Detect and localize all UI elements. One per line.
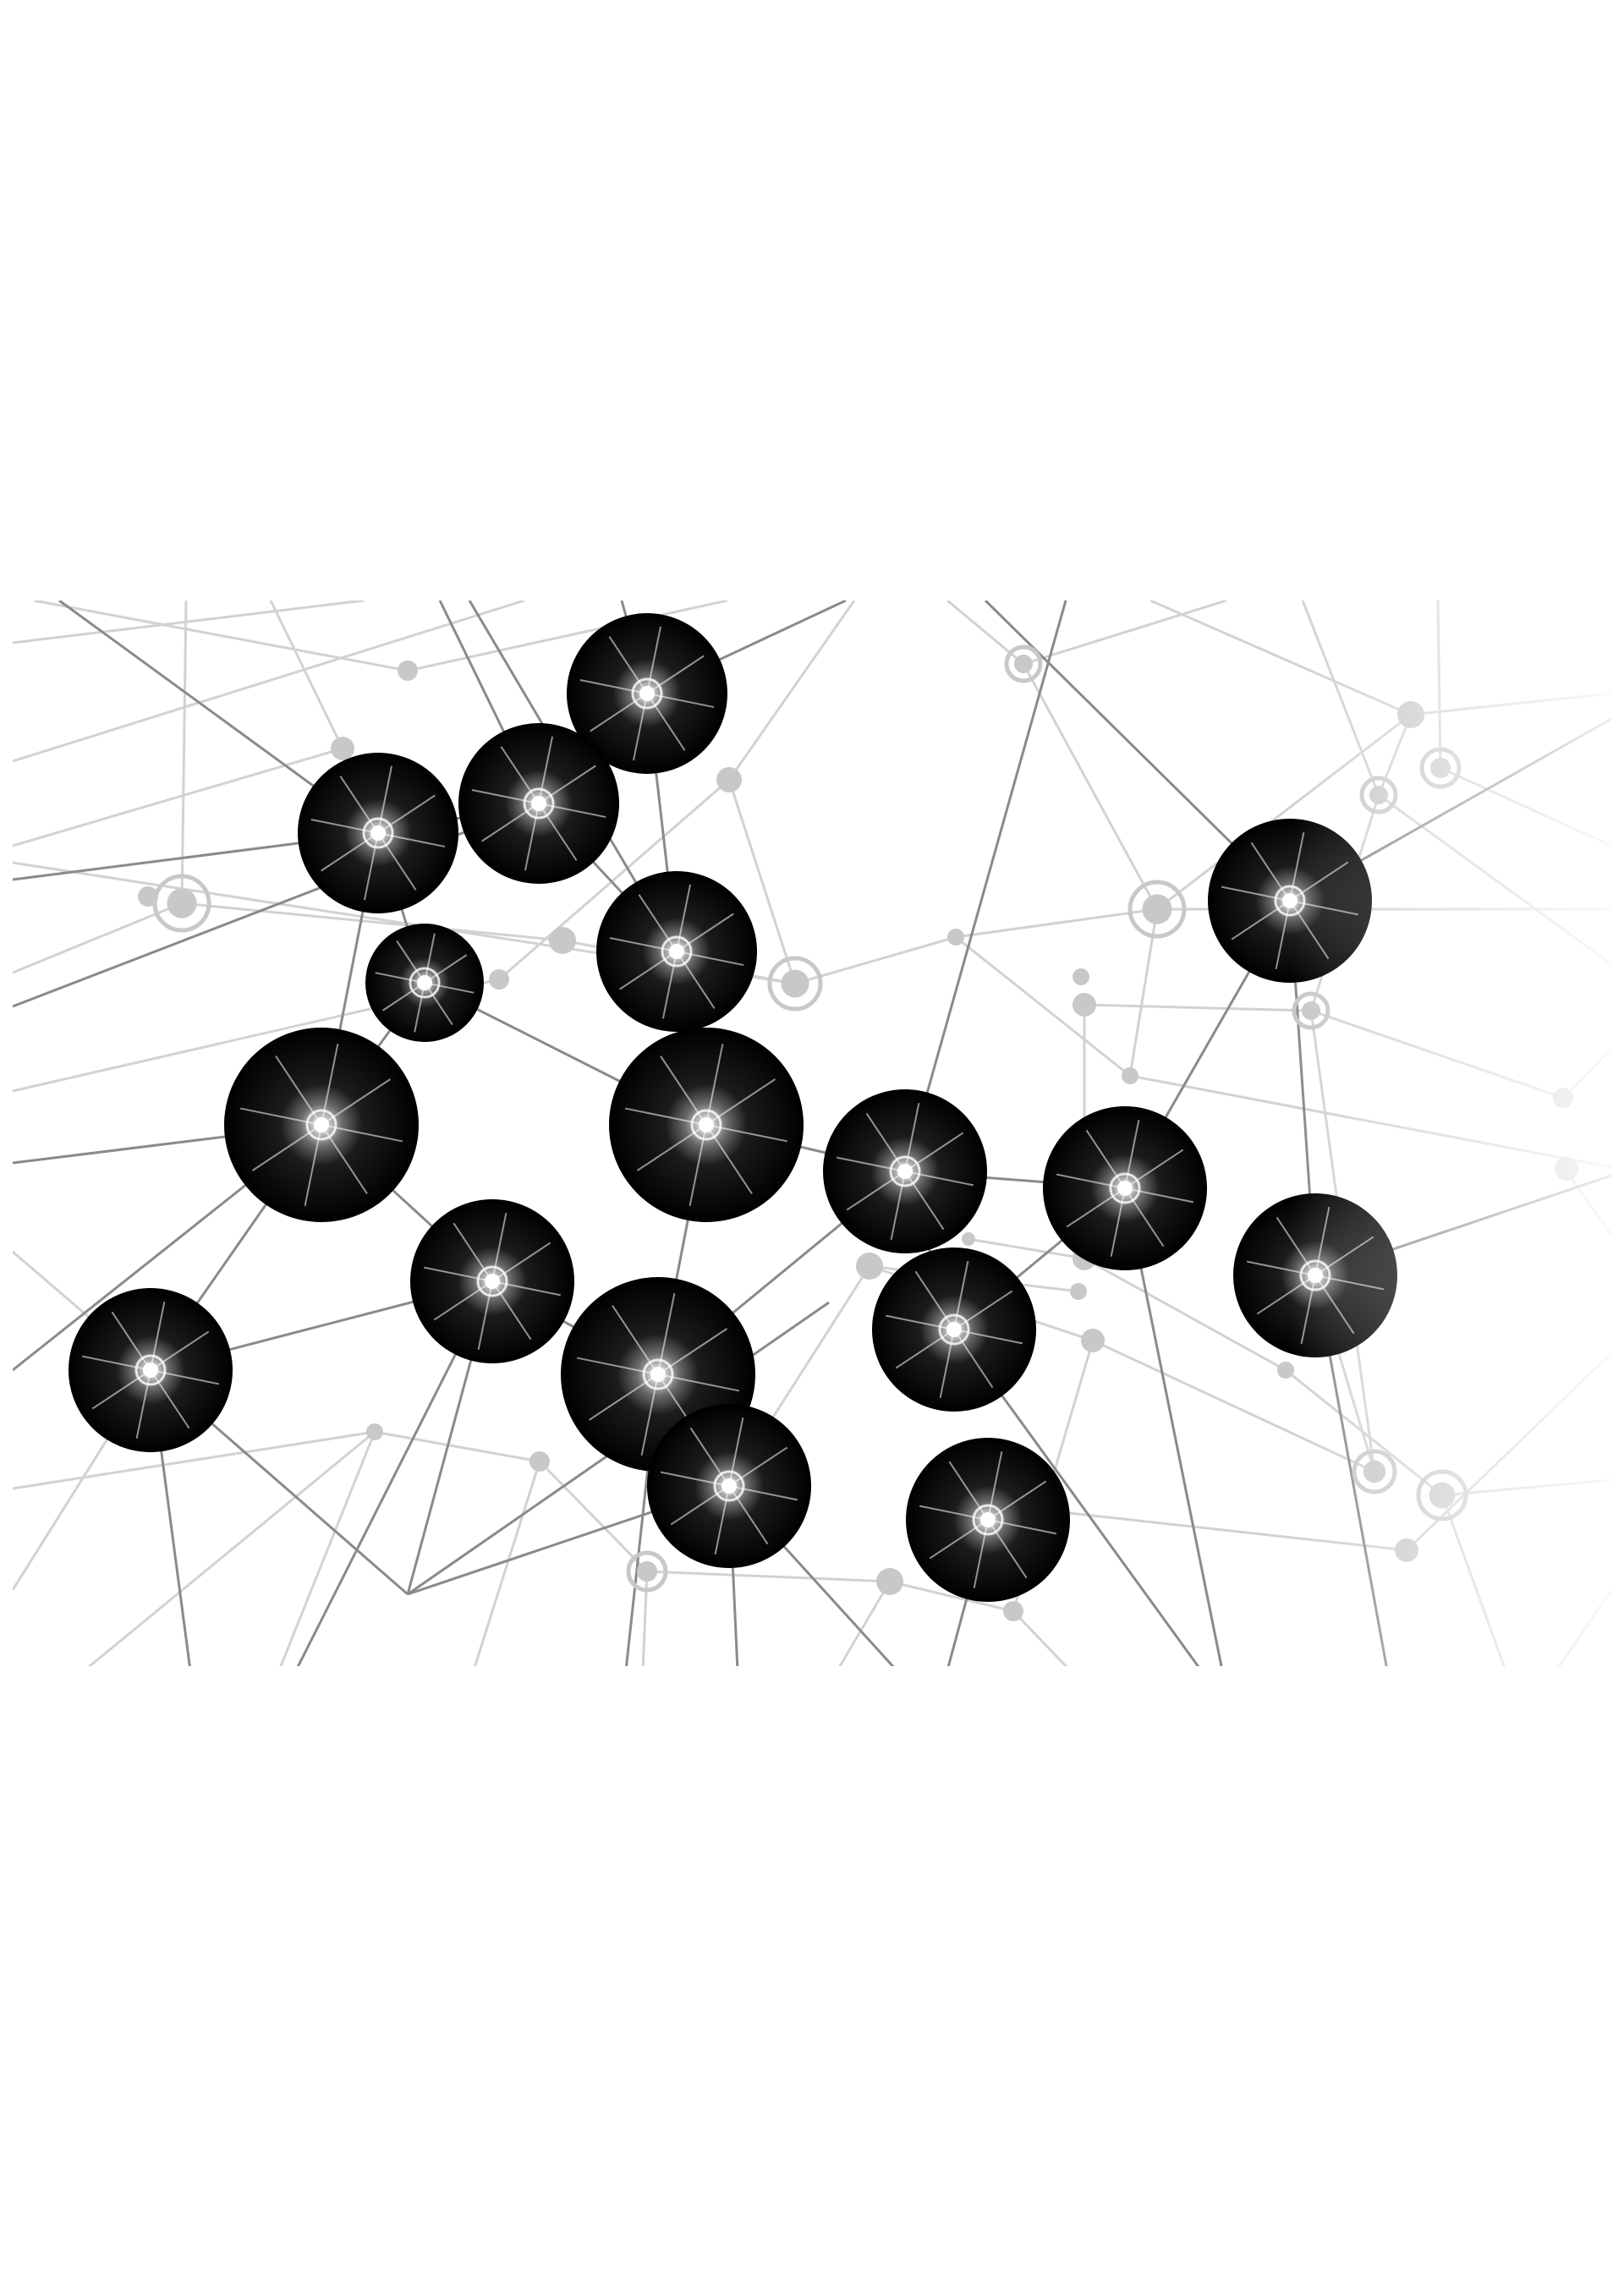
fade-overlay <box>13 600 1611 1666</box>
network-band <box>13 600 1611 1666</box>
